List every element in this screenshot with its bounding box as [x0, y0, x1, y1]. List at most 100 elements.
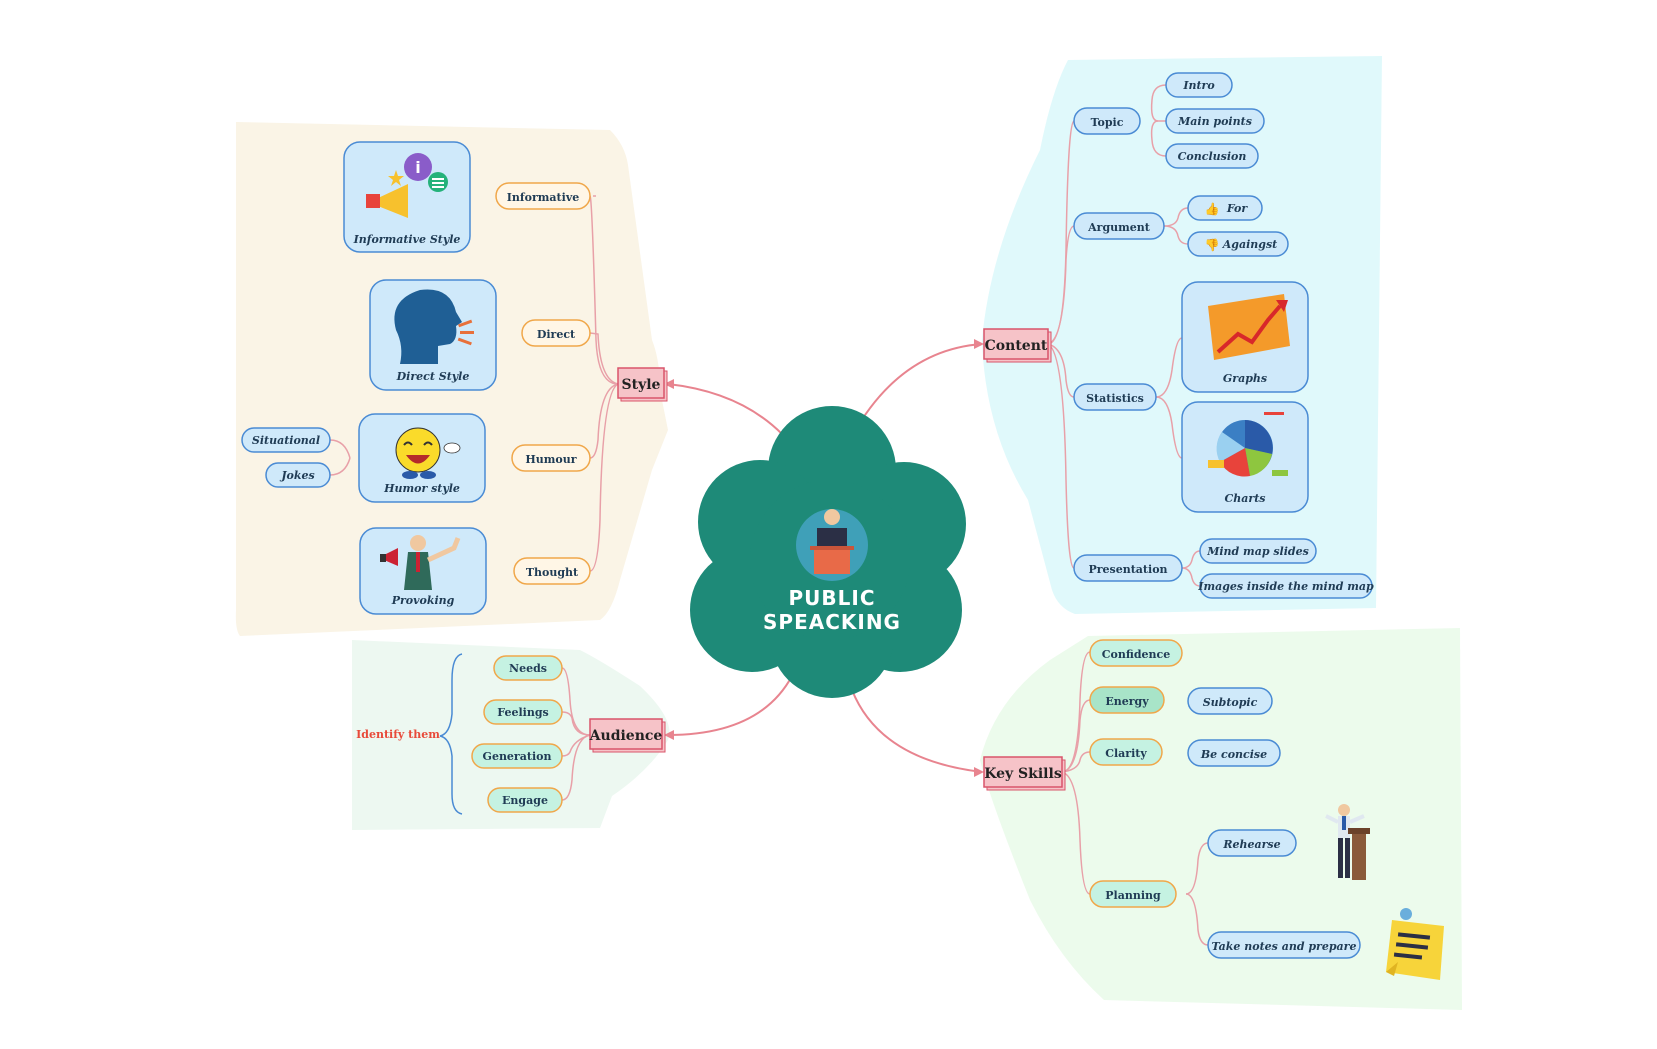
skill-clarity[interactable]: Clarity [1089, 738, 1163, 766]
audience-subtopic-needs[interactable]: Needs [493, 655, 563, 681]
presentation-child-label: Images inside the mind map [1197, 580, 1374, 593]
arrow-keyskills [974, 767, 984, 777]
style-subtopic-label: Informative [507, 191, 579, 204]
keyskills-region [980, 628, 1462, 1010]
svg-text:i: i [415, 158, 420, 177]
image-card-caption: Informative Style [353, 233, 461, 246]
speaking-head-icon [394, 289, 474, 364]
central-cloud-shape [690, 406, 966, 698]
man-with-megaphone-icon [380, 535, 461, 590]
main-topic-audience[interactable]: Audience [589, 718, 666, 753]
identify-them-note: Identify them [356, 728, 440, 741]
topic-child-intro[interactable]: Intro [1165, 72, 1233, 98]
speaker-at-podium-icon [796, 509, 868, 581]
skill-label: Energy [1105, 695, 1149, 708]
skill-clarity-be-concise[interactable]: Be concise [1187, 739, 1281, 767]
skill-label: Confidence [1102, 648, 1170, 661]
central-topic[interactable]: PUBLIC SPEACKING [690, 406, 966, 698]
style-subtopic-direct[interactable]: Direct [521, 319, 591, 347]
content-subtopic-statistics[interactable]: Statistics [1073, 383, 1157, 411]
planning-child-take-notes[interactable]: Take notes and prepare [1207, 931, 1361, 959]
humor-child-label: Jokes [279, 469, 314, 482]
topic-child-label: Main points [1177, 115, 1252, 128]
thumbs-up-icon: 👍 [1205, 202, 1220, 216]
thumbs-down-icon: 👎 [1205, 238, 1220, 252]
central-title-line1: PUBLIC [788, 586, 875, 610]
main-topic-content[interactable]: Content [983, 328, 1052, 363]
humor-child-label: Situational [252, 434, 320, 447]
argument-child-againgst[interactable]: 👎 Againgst [1187, 231, 1289, 257]
skill-label: Clarity [1105, 747, 1147, 760]
main-topic-key-skills[interactable]: Key Skills [983, 756, 1066, 791]
style-subtopic-informative[interactable]: Informative [495, 182, 591, 210]
planning-child-rehearse[interactable]: Rehearse [1207, 829, 1297, 857]
image-card-graphs[interactable]: Graphs [1181, 281, 1309, 393]
image-card-humor-style[interactable]: Humor style [358, 413, 486, 503]
argument-child-label: Againgst [1222, 238, 1278, 251]
audience-subtopic-label: Feelings [497, 706, 548, 719]
content-subtopic-label: Topic [1091, 116, 1124, 129]
presentation-child-label: Mind map slides [1206, 545, 1309, 558]
planning-child-label: Rehearse [1222, 838, 1280, 851]
connector-keyskills [851, 689, 983, 773]
keyskills-connectors [1061, 651, 1209, 946]
image-card-provoking[interactable]: Provoking [359, 527, 487, 615]
topic-child-label: Intro [1182, 79, 1214, 92]
image-card-direct-style[interactable]: Direct Style [369, 279, 497, 391]
argument-child-label: For [1226, 202, 1249, 215]
main-topic-content-label: Content [985, 338, 1048, 354]
pie-chart-icon [1208, 412, 1288, 477]
topic-child-conclusion[interactable]: Conclusion [1165, 143, 1259, 169]
arrow-style [664, 379, 674, 389]
topic-child-label: Conclusion [1178, 150, 1247, 163]
presentation-child-mind-map-slides[interactable]: Mind map slides [1199, 538, 1317, 564]
style-subtopic-label: Thought [526, 566, 579, 579]
audience-subtopic-engage[interactable]: Engage [487, 787, 563, 813]
image-card-charts[interactable]: Charts [1181, 401, 1309, 513]
identify-bracket [439, 653, 463, 815]
content-subtopic-label: Statistics [1086, 392, 1144, 405]
skill-energy-subtopic[interactable]: Subtopic [1187, 687, 1273, 715]
content-subtopic-label: Presentation [1088, 563, 1167, 576]
laughing-smiley-icon [395, 427, 461, 479]
skill-confidence[interactable]: Confidence [1089, 639, 1183, 667]
image-card-caption: Humor style [383, 482, 460, 495]
connector-arrows [664, 339, 984, 777]
style-subtopic-label: Humour [525, 453, 576, 466]
audience-subtopic-label: Engage [502, 794, 548, 807]
main-topic-style-label: Style [622, 377, 661, 393]
content-connectors [1047, 84, 1201, 587]
content-subtopic-label: Argument [1087, 221, 1151, 234]
argument-child-for[interactable]: 👍 For [1187, 195, 1263, 221]
skill-planning[interactable]: Planning [1089, 880, 1177, 908]
audience-subtopic-generation[interactable]: Generation [471, 743, 563, 769]
topic-child-main-points[interactable]: Main points [1165, 108, 1265, 134]
humor-child-jokes[interactable]: Jokes [265, 462, 331, 488]
skill-child-label: Be concise [1200, 748, 1267, 761]
audience-connectors [561, 667, 591, 801]
skill-label: Planning [1105, 889, 1161, 902]
humor-child-situational[interactable]: Situational [241, 427, 331, 453]
style-subtopic-label: Direct [537, 328, 576, 341]
skill-energy[interactable]: Energy [1089, 686, 1165, 714]
main-topic-key-skills-label: Key Skills [984, 766, 1062, 782]
image-card-caption: Charts [1225, 492, 1266, 505]
content-subtopic-topic[interactable]: Topic [1073, 107, 1141, 135]
style-subtopic-humour[interactable]: Humour [511, 444, 591, 472]
skill-child-label: Subtopic [1203, 696, 1258, 709]
image-card-informative-style[interactable]: i Informative Style [343, 141, 471, 253]
growth-graph-icon [1208, 294, 1290, 360]
image-card-caption: Graphs [1223, 372, 1267, 385]
image-card-caption: Provoking [391, 594, 455, 607]
content-subtopic-argument[interactable]: Argument [1073, 212, 1165, 240]
content-subtopic-presentation[interactable]: Presentation [1073, 554, 1183, 582]
audience-subtopic-feelings[interactable]: Feelings [483, 699, 563, 725]
presentation-child-images-inside[interactable]: Images inside the mind map [1197, 573, 1374, 599]
arrow-content [974, 339, 984, 349]
main-topic-audience-label: Audience [589, 728, 663, 744]
main-topic-style[interactable]: Style [617, 367, 668, 402]
audience-region [352, 640, 670, 830]
style-subtopic-thought[interactable]: Thought [513, 557, 591, 585]
sticky-note-icon [1386, 908, 1444, 980]
